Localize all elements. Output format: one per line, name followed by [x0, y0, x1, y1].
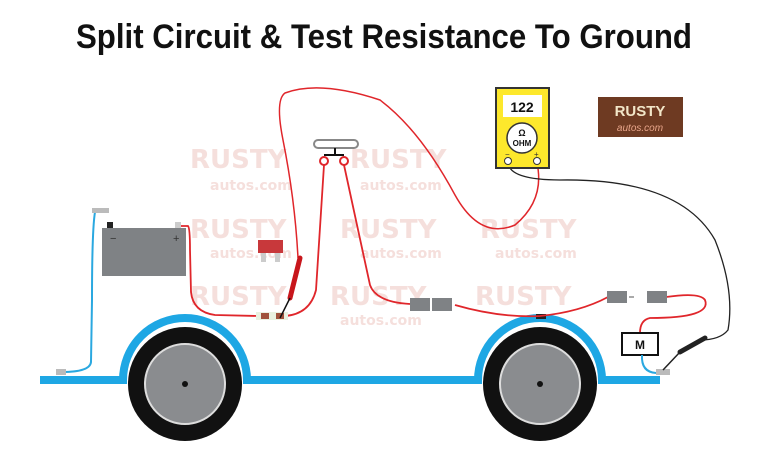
battery-positive-label: +	[173, 233, 179, 245]
watermark: RUSTY	[475, 282, 573, 312]
fuse	[258, 240, 283, 262]
watermark: autos.com	[210, 178, 292, 194]
watermarks: RUSTY RUSTY autos.com autos.com RUSTY RU…	[190, 145, 578, 329]
ground-wire-motor	[640, 354, 657, 374]
probe-red	[279, 255, 303, 319]
meter-positive-label: +	[534, 150, 539, 159]
probe-black	[662, 335, 708, 371]
connector-split	[410, 298, 452, 311]
meter-reading: 122	[510, 99, 534, 115]
meter-negative-lead	[507, 162, 731, 341]
diagram-title: Split Circuit & Test Resistance To Groun…	[76, 18, 692, 56]
watermark: RUSTY	[190, 145, 288, 175]
watermark: RUSTY	[190, 282, 288, 312]
ground-terminal-clip	[92, 208, 109, 213]
wheel-right	[483, 327, 597, 441]
watermark: autos.com	[360, 178, 442, 194]
watermark: autos.com	[340, 313, 422, 329]
meter-negative-port[interactable]	[504, 157, 512, 165]
battery-negative-label: −	[110, 233, 116, 245]
body-outline	[40, 314, 660, 384]
watermark: autos.com	[495, 246, 577, 262]
multimeter: 122 Ω OHM − +	[495, 87, 550, 169]
ground-body-tab	[56, 369, 66, 375]
watermark: RUSTY	[480, 215, 578, 245]
watermark: autos.com	[360, 246, 442, 262]
ground-wire-battery	[61, 211, 96, 373]
positive-circuit	[181, 164, 707, 334]
meter-positive-port[interactable]	[533, 157, 541, 165]
motor-label: M	[635, 338, 645, 352]
meter-negative-label: −	[505, 150, 510, 159]
watermark: RUSTY	[340, 215, 438, 245]
meter-unit-symbol: Ω	[518, 128, 525, 138]
rusty-autos-logo: RUSTY autos.com	[598, 97, 683, 137]
logo-line1: RUSTY	[615, 103, 666, 120]
meter-dial[interactable]	[506, 122, 538, 154]
meter-unit-label: OHM	[513, 139, 532, 148]
connector-motor	[607, 291, 667, 303]
meter-positive-lead	[278, 87, 540, 259]
fuse-holder	[256, 312, 288, 320]
battery: − +	[102, 222, 186, 276]
meter-display	[503, 95, 542, 117]
motor-ground-tab	[656, 369, 670, 375]
motor: M	[621, 332, 659, 356]
switch	[313, 139, 359, 166]
watermark: RUSTY	[350, 145, 448, 175]
wheel-left	[128, 327, 242, 441]
logo-line2: autos.com	[617, 123, 663, 134]
